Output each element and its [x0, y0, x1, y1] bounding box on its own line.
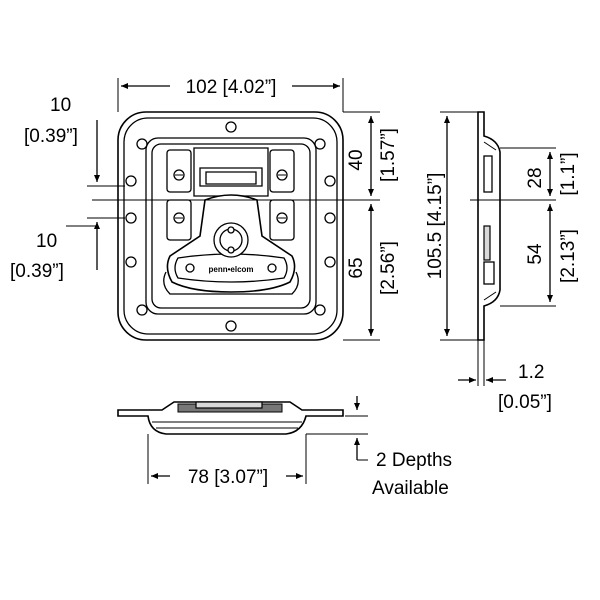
side-bottom-inch: [2.13”]: [558, 229, 579, 283]
side-bottom-value: 54: [525, 243, 546, 265]
bottom-dimensions: 78 [3.07”] 2 Depths Available: [147, 396, 452, 499]
bottom-height-inch: [2.56”]: [378, 241, 399, 295]
side-top-inch: [1.1”]: [558, 152, 579, 195]
upper-offset-inch: [0.39”]: [24, 126, 78, 147]
side-total-height: 105.5 [4.15”]: [425, 173, 446, 280]
top-height-inch: [1.57”]: [378, 128, 399, 182]
lower-offset-inch: [0.39”]: [10, 261, 64, 282]
bottom-height-value: 65: [346, 257, 367, 278]
top-height-value: 40: [346, 149, 367, 170]
thickness-value: 1.2: [518, 362, 544, 383]
front-dimensions: 102 [4.02”] 10 [0.39”] 10 [0.39”] 40 [1.…: [10, 77, 399, 341]
bottom-width-label: 78 [3.07”]: [188, 467, 268, 488]
side-top-value: 28: [525, 167, 546, 188]
side-view: [470, 111, 556, 341]
keeper-bracket: [166, 147, 295, 197]
depth-line-1: 2 Depths: [376, 450, 452, 471]
upper-offset-value: 10: [50, 95, 71, 116]
front-view: penn•elcom: [92, 111, 368, 341]
recess-pan: [145, 137, 317, 315]
logo-text: penn•elcom: [208, 265, 253, 274]
thickness-inch: [0.05”]: [498, 392, 552, 413]
side-dimensions: 105.5 [4.15”] 28 [1.1”] 54 [2.13”] 1.2 […: [425, 111, 579, 413]
mounting-holes: [125, 121, 336, 332]
latch-handle: penn•elcom: [163, 194, 299, 295]
lower-offset-value: 10: [36, 231, 57, 252]
bottom-view: [117, 401, 344, 435]
depth-line-2: Available: [372, 478, 449, 499]
front-width-label: 102 [4.02”]: [186, 77, 277, 98]
